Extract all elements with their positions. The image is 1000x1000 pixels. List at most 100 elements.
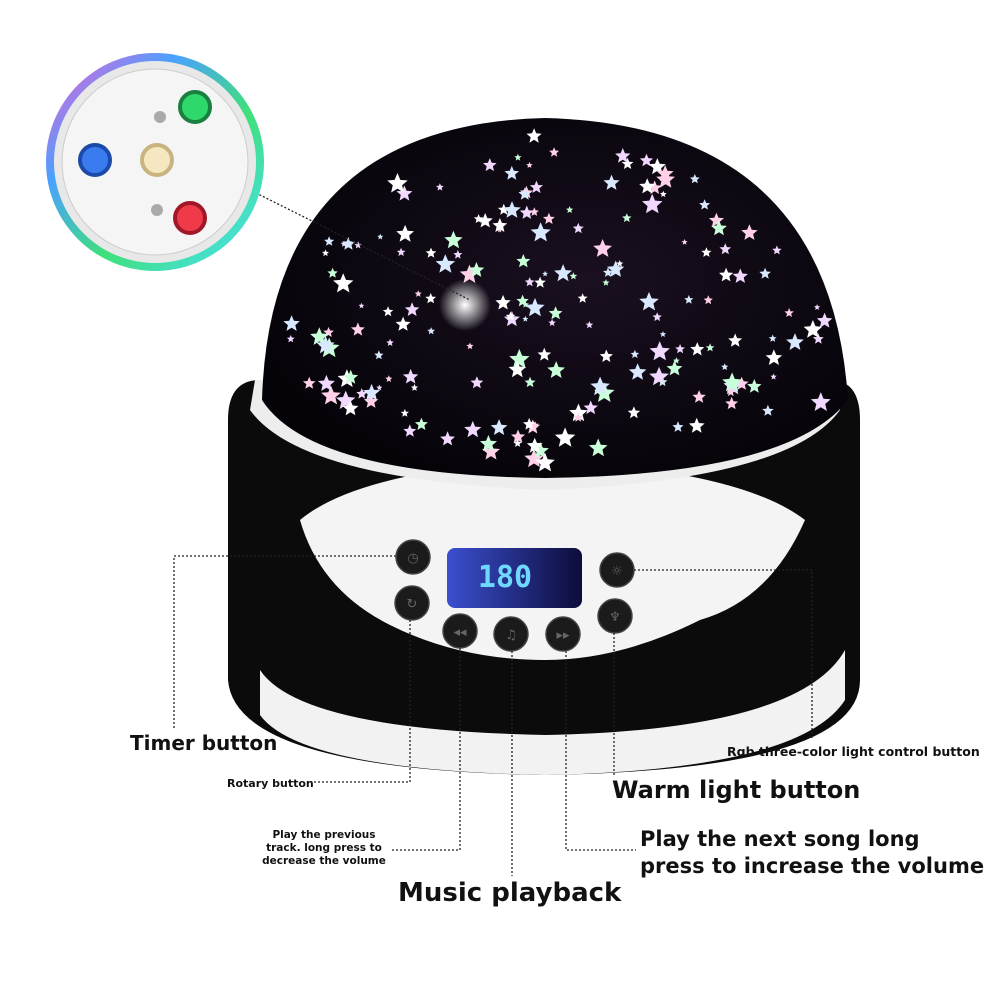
star [324,236,335,246]
star [816,312,833,328]
star [549,147,560,157]
star [396,185,413,201]
star [358,302,365,309]
star [692,390,706,403]
star [343,369,359,384]
clock-icon: ◷ [407,551,418,566]
star [350,322,365,336]
star [444,230,463,249]
star [534,276,546,288]
star [588,438,608,457]
star [701,247,712,257]
star [356,388,368,399]
star [572,222,584,234]
label-line: Play the previous [272,829,376,841]
timer-button-label: Timer button [130,731,278,755]
star [784,308,794,317]
star [621,157,634,169]
star [522,315,529,322]
star [490,419,508,435]
previous-icon: ◂◂ [453,625,467,640]
star [529,180,543,193]
star [652,312,662,322]
star [427,327,435,335]
star [525,419,541,434]
star [814,304,821,310]
star [690,342,705,356]
star-dome [262,118,848,478]
star [483,158,497,172]
star [602,279,610,286]
star [453,250,463,259]
star [603,267,613,277]
star [732,268,748,283]
star [569,403,588,422]
star [503,201,521,218]
star [725,396,739,410]
star [524,277,535,287]
star [659,331,667,337]
star [492,218,508,232]
star-pattern [283,128,833,472]
star [508,360,526,378]
next-track-button[interactable] [545,616,581,652]
music-playback-label: Music playback [398,878,622,908]
star [516,254,531,268]
rotate-icon: ↻ [407,597,418,612]
star [728,333,743,347]
lcd-display [447,548,582,608]
star [414,417,428,430]
star [321,385,341,405]
star [525,297,545,317]
star [566,206,574,213]
warm-light-button[interactable] [597,598,633,634]
star [603,174,620,190]
star [628,363,647,380]
music-playback-button[interactable] [493,616,529,652]
star [535,452,555,472]
star [593,239,612,257]
star [505,311,516,321]
star [699,199,711,210]
star [363,383,381,401]
star [630,349,640,359]
star [482,442,500,460]
star [414,290,422,297]
star [286,334,295,343]
star [513,439,522,447]
star [479,435,497,452]
star [721,363,729,370]
rotary-button[interactable] [394,585,430,621]
star [772,245,782,255]
star [615,148,631,163]
star [573,412,583,422]
star [537,347,552,361]
star [688,417,705,433]
star [425,247,437,258]
star [516,294,529,307]
star [647,180,662,194]
star [377,233,384,240]
previous-track-label: Play the previous track. long press to d… [258,829,390,868]
star [590,376,610,396]
star [519,205,534,219]
star [283,315,300,331]
star [812,333,824,344]
star [403,424,417,437]
star [639,178,656,194]
star [765,349,783,365]
next-icon: ▸▸ [556,628,570,643]
label-line: decrease the volume [262,855,386,867]
star [554,264,572,282]
star [639,291,659,311]
star [504,165,519,180]
label-line: press to increase the volume [640,854,985,878]
star [719,267,734,282]
star [497,203,510,215]
star [548,318,556,326]
star [711,220,727,236]
green-led [178,90,212,124]
timer-button[interactable] [395,539,431,575]
